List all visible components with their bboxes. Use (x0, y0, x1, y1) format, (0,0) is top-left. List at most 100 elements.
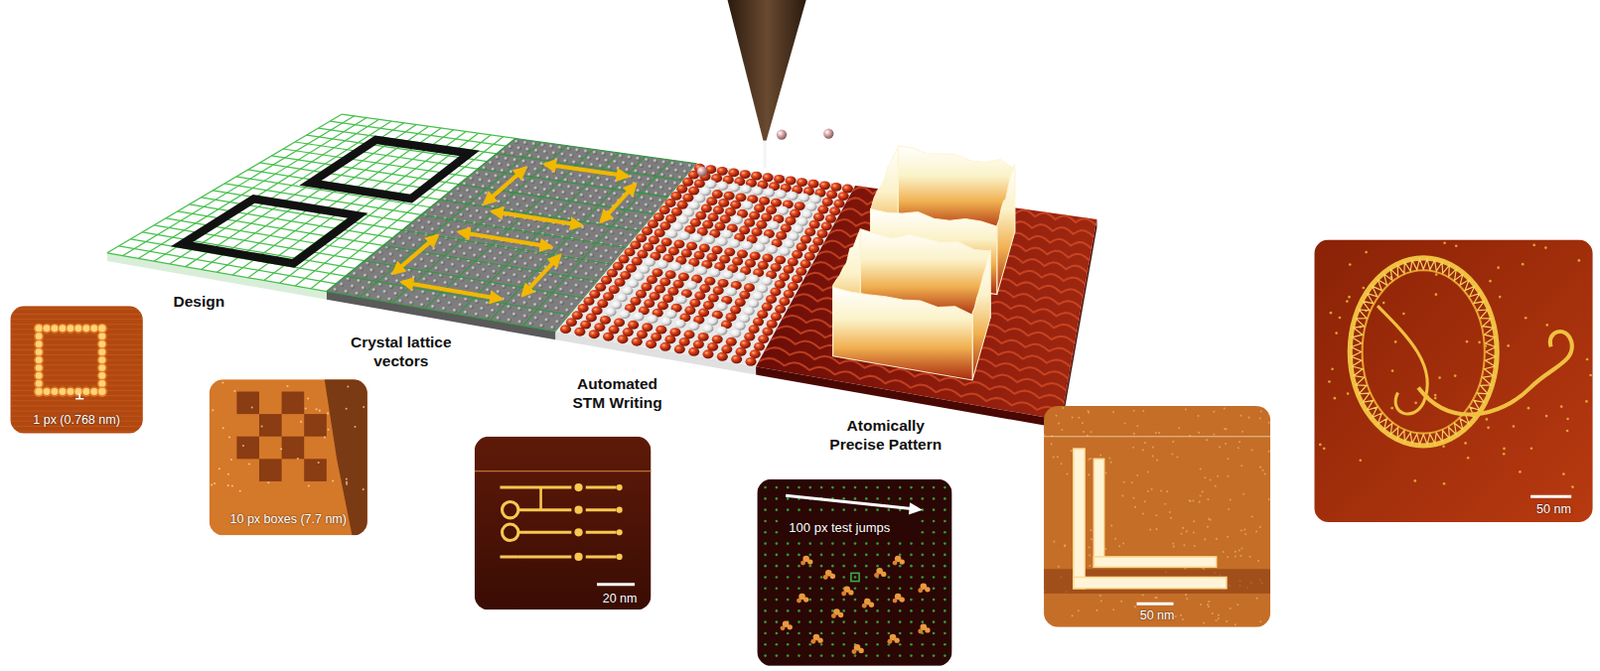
lattice-point (763, 598, 767, 602)
lattice-point (797, 542, 801, 546)
written-spot (917, 587, 923, 593)
removed-atom (748, 275, 760, 285)
lattice-point (797, 586, 801, 590)
speckle (1390, 407, 1394, 411)
lattice-atom (543, 149, 549, 155)
lattice-atom (628, 233, 634, 239)
noise (1259, 466, 1262, 469)
lattice-point (808, 620, 812, 624)
lattice-point (808, 542, 812, 546)
lattice-atom (492, 257, 498, 263)
dot-glow (97, 386, 108, 397)
written-dot (82, 324, 90, 332)
lattice-point (920, 542, 924, 546)
lattice-point (854, 598, 858, 602)
written-dot (35, 372, 43, 380)
lattice-point (943, 654, 947, 658)
speckle (227, 473, 230, 476)
speckle (1530, 446, 1534, 450)
noise (1239, 555, 1242, 558)
noise (1181, 527, 1184, 530)
scan-line (9, 400, 144, 402)
noise (1215, 619, 1218, 622)
noise (1156, 458, 1159, 461)
surface-atom (688, 347, 700, 357)
lattice-atom (454, 270, 460, 276)
speckle (1435, 273, 1439, 277)
scale-bar (596, 582, 635, 586)
speckle (1327, 380, 1331, 384)
lattice-point (887, 654, 891, 658)
lattice-point (797, 565, 801, 569)
lattice-point (786, 576, 790, 580)
lattice-point (875, 497, 879, 501)
lattice-atom (622, 180, 628, 186)
lattice-point (920, 531, 924, 535)
lattice-atom (421, 225, 427, 231)
noise (1242, 493, 1245, 496)
lattice-atom (517, 292, 523, 298)
circuit-loop (502, 501, 519, 518)
noise (1134, 506, 1137, 509)
noise (1264, 472, 1267, 475)
lattice-atom (501, 296, 507, 302)
lattice-atom (506, 304, 512, 310)
lattice-atom (446, 223, 452, 229)
image-inset: 100 px test jumps (756, 479, 952, 667)
surface-atom (774, 255, 786, 265)
lattice-atom (441, 293, 447, 299)
circuit-pad (616, 507, 623, 514)
lattice-point (920, 654, 924, 658)
written-spot (851, 649, 857, 655)
lattice-atom (597, 195, 603, 201)
lattice-point (943, 542, 947, 546)
lattice-point (786, 586, 790, 590)
lattice-atom (426, 296, 432, 302)
lattice-atom (534, 147, 540, 153)
written-dot (90, 388, 98, 396)
lattice-atom (518, 254, 524, 260)
written-spot (780, 625, 786, 631)
lattice-atom (572, 159, 578, 165)
written-dot (35, 348, 43, 356)
dot-glow (33, 386, 44, 397)
lattice-atom (478, 248, 484, 254)
speckle (1518, 470, 1522, 474)
lattice-vector-arrow (484, 167, 526, 204)
written-dot (74, 388, 82, 396)
written-spot (880, 572, 886, 578)
speckle (1589, 374, 1593, 378)
lattice-atom (523, 141, 529, 146)
lattice-atom (549, 311, 555, 317)
speckle (233, 390, 236, 393)
written-spot (800, 561, 806, 567)
lattice-point (875, 508, 879, 512)
lattice-atom (457, 244, 463, 250)
noise (1152, 454, 1155, 457)
noise (1118, 545, 1121, 548)
target-square (851, 573, 860, 582)
lattice-point (820, 654, 824, 658)
speckle (1560, 405, 1564, 409)
noise (1087, 410, 1090, 413)
scan-line (9, 308, 144, 310)
lattice-point (842, 486, 846, 490)
lattice-atom (586, 174, 592, 180)
lattice-atom (525, 146, 531, 152)
grid-line (421, 214, 626, 248)
speckle (353, 426, 356, 429)
noise (1158, 432, 1161, 435)
lattice-point (842, 497, 846, 501)
surface-atom (602, 332, 614, 342)
lattice-point (865, 508, 869, 512)
lattice-atom (484, 210, 490, 216)
noise (1133, 497, 1136, 500)
lattice-point (786, 654, 790, 658)
scan-line (9, 313, 144, 315)
noise (1243, 528, 1246, 531)
lattice-point (875, 486, 879, 490)
lattice-atom (603, 249, 609, 255)
noise (1262, 469, 1265, 472)
speckle (1496, 266, 1500, 270)
lattice-atom (560, 151, 566, 157)
